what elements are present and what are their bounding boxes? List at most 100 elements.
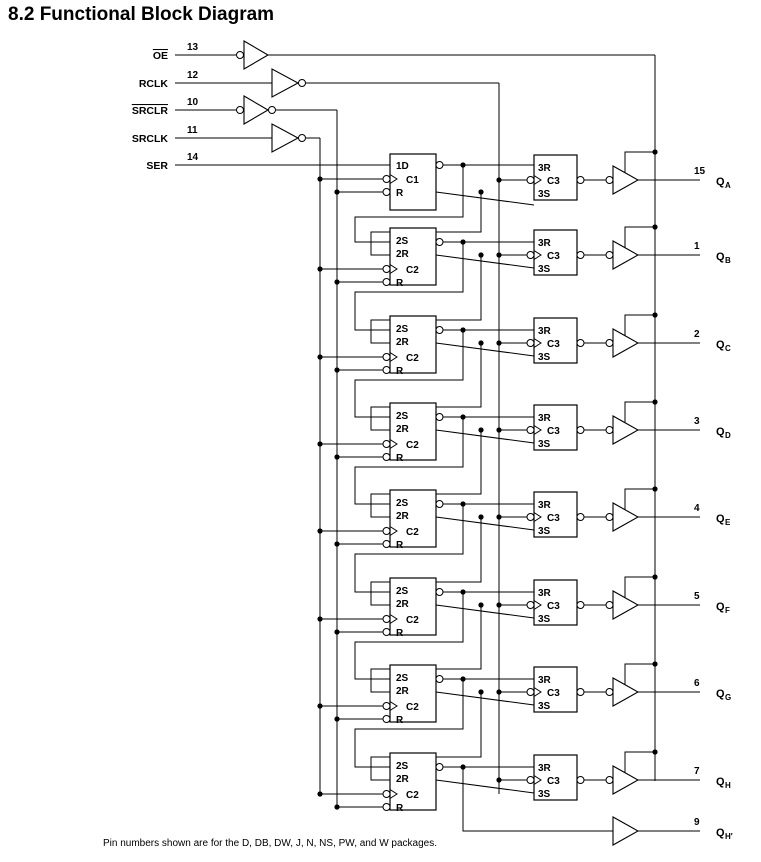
- shift-clock-label: C2: [406, 265, 419, 276]
- output-subscript-d: D: [725, 431, 731, 440]
- output-pin-5: 5: [694, 591, 700, 602]
- wire: [435, 691, 535, 706]
- wire: [370, 255, 482, 344]
- shift-register-stage: [389, 402, 437, 461]
- clock-marker: [533, 425, 542, 435]
- output-subscript-g: G: [725, 693, 731, 702]
- output-buffer-icon: [612, 328, 640, 358]
- junction-dot: [334, 541, 340, 547]
- junction-dot: [652, 399, 658, 405]
- input-pin-11: 11: [187, 125, 198, 136]
- inversion-bubble: [298, 134, 306, 142]
- output-subscript-e: E: [725, 518, 731, 527]
- shift-reset-label: R: [396, 278, 404, 289]
- input-pin-13: 13: [187, 42, 199, 53]
- inversion-bubble: [382, 540, 391, 548]
- storage-register-stage: [533, 491, 578, 538]
- storage-set-label: 3S: [538, 352, 551, 363]
- inversion-bubble: [435, 326, 444, 334]
- input-label-srclr: SRCLR: [132, 105, 169, 117]
- storage-register-stage: [533, 404, 578, 451]
- wire: [370, 343, 482, 431]
- serial-output-label: Q: [716, 827, 725, 839]
- output-label-qh: Q: [716, 776, 725, 788]
- wire: [370, 517, 482, 606]
- inversion-bubble: [605, 176, 614, 184]
- wire: [354, 417, 464, 505]
- clock-marker: [533, 338, 542, 348]
- wire: [354, 330, 464, 418]
- output-buffer-icon: [612, 240, 640, 270]
- wire: [435, 429, 535, 444]
- input-pin-10: 10: [187, 97, 199, 108]
- output-subscript-a: A: [725, 181, 731, 190]
- inversion-bubble: [526, 776, 535, 784]
- storage-register-stage: [533, 317, 578, 364]
- junction-dot: [317, 616, 323, 622]
- inversion-bubble: [526, 513, 535, 521]
- storage-set-label: 3S: [538, 526, 551, 537]
- shift-rr-label: 2R: [396, 249, 410, 260]
- inversion-bubble: [576, 251, 585, 259]
- shift-reset-label: R: [396, 715, 404, 726]
- junction-dot: [317, 176, 323, 182]
- inversion-bubble: [435, 763, 444, 771]
- shift-set-label: 2S: [396, 761, 409, 772]
- clock-marker: [389, 701, 398, 711]
- shift-reset-label: R: [396, 628, 404, 639]
- shift-set-label: 2S: [396, 586, 409, 597]
- clock-marker: [389, 439, 398, 449]
- clock-marker: [533, 175, 542, 185]
- junction-dot: [652, 149, 658, 155]
- inversion-bubble: [576, 176, 585, 184]
- output-label-qf: Q: [716, 601, 725, 613]
- junction-dot: [496, 514, 502, 520]
- shift-clock-label: C2: [406, 702, 419, 713]
- input-label-ser: SER: [146, 160, 168, 172]
- inversion-bubble: [526, 601, 535, 609]
- storage-reset-label: 3R: [538, 588, 552, 599]
- wire: [435, 604, 535, 619]
- junction-dot: [478, 189, 484, 195]
- inversion-bubble: [236, 106, 244, 114]
- output-label-qb: Q: [716, 251, 725, 263]
- storage-register-stage: [533, 229, 578, 276]
- storage-clock-label: C3: [547, 251, 560, 262]
- clock-marker: [389, 264, 398, 274]
- shift-register-stage: [389, 577, 437, 636]
- inversion-bubble: [382, 702, 391, 710]
- storage-clock-label: C3: [547, 176, 560, 187]
- wire: [354, 165, 464, 243]
- wire: [354, 592, 464, 680]
- output-subscript-h: H: [725, 781, 731, 790]
- wire: [624, 576, 655, 598]
- clock-marker: [533, 775, 542, 785]
- output-buffer-icon: [612, 165, 640, 195]
- junction-dot: [478, 602, 484, 608]
- storage-clock-label: C3: [547, 776, 560, 787]
- junction-dot: [496, 427, 502, 433]
- parts: [236, 40, 640, 846]
- inversion-bubble: [382, 265, 391, 273]
- storage-set-label: 3S: [538, 264, 551, 275]
- output-pin-2: 2: [694, 329, 700, 340]
- inversion-bubble: [605, 251, 614, 259]
- inversion-bubble: [382, 715, 391, 723]
- inversion-bubble: [526, 176, 535, 184]
- inversion-bubble: [382, 803, 391, 811]
- junction-dot: [496, 777, 502, 783]
- shift-register-stage: [389, 315, 437, 374]
- junction-dot: [317, 266, 323, 272]
- inversion-bubble: [576, 426, 585, 434]
- shift-register-stage: [389, 489, 437, 548]
- storage-reset-label: 3R: [538, 763, 552, 774]
- wire: [354, 679, 464, 768]
- junction-dot: [496, 689, 502, 695]
- shift-register-stage: [389, 664, 437, 723]
- shift-reset-label: R: [396, 803, 404, 814]
- wire: [435, 254, 535, 269]
- wire: [462, 767, 613, 832]
- storage-clock-label: C3: [547, 426, 560, 437]
- input-label-srclk: SRCLK: [132, 133, 169, 145]
